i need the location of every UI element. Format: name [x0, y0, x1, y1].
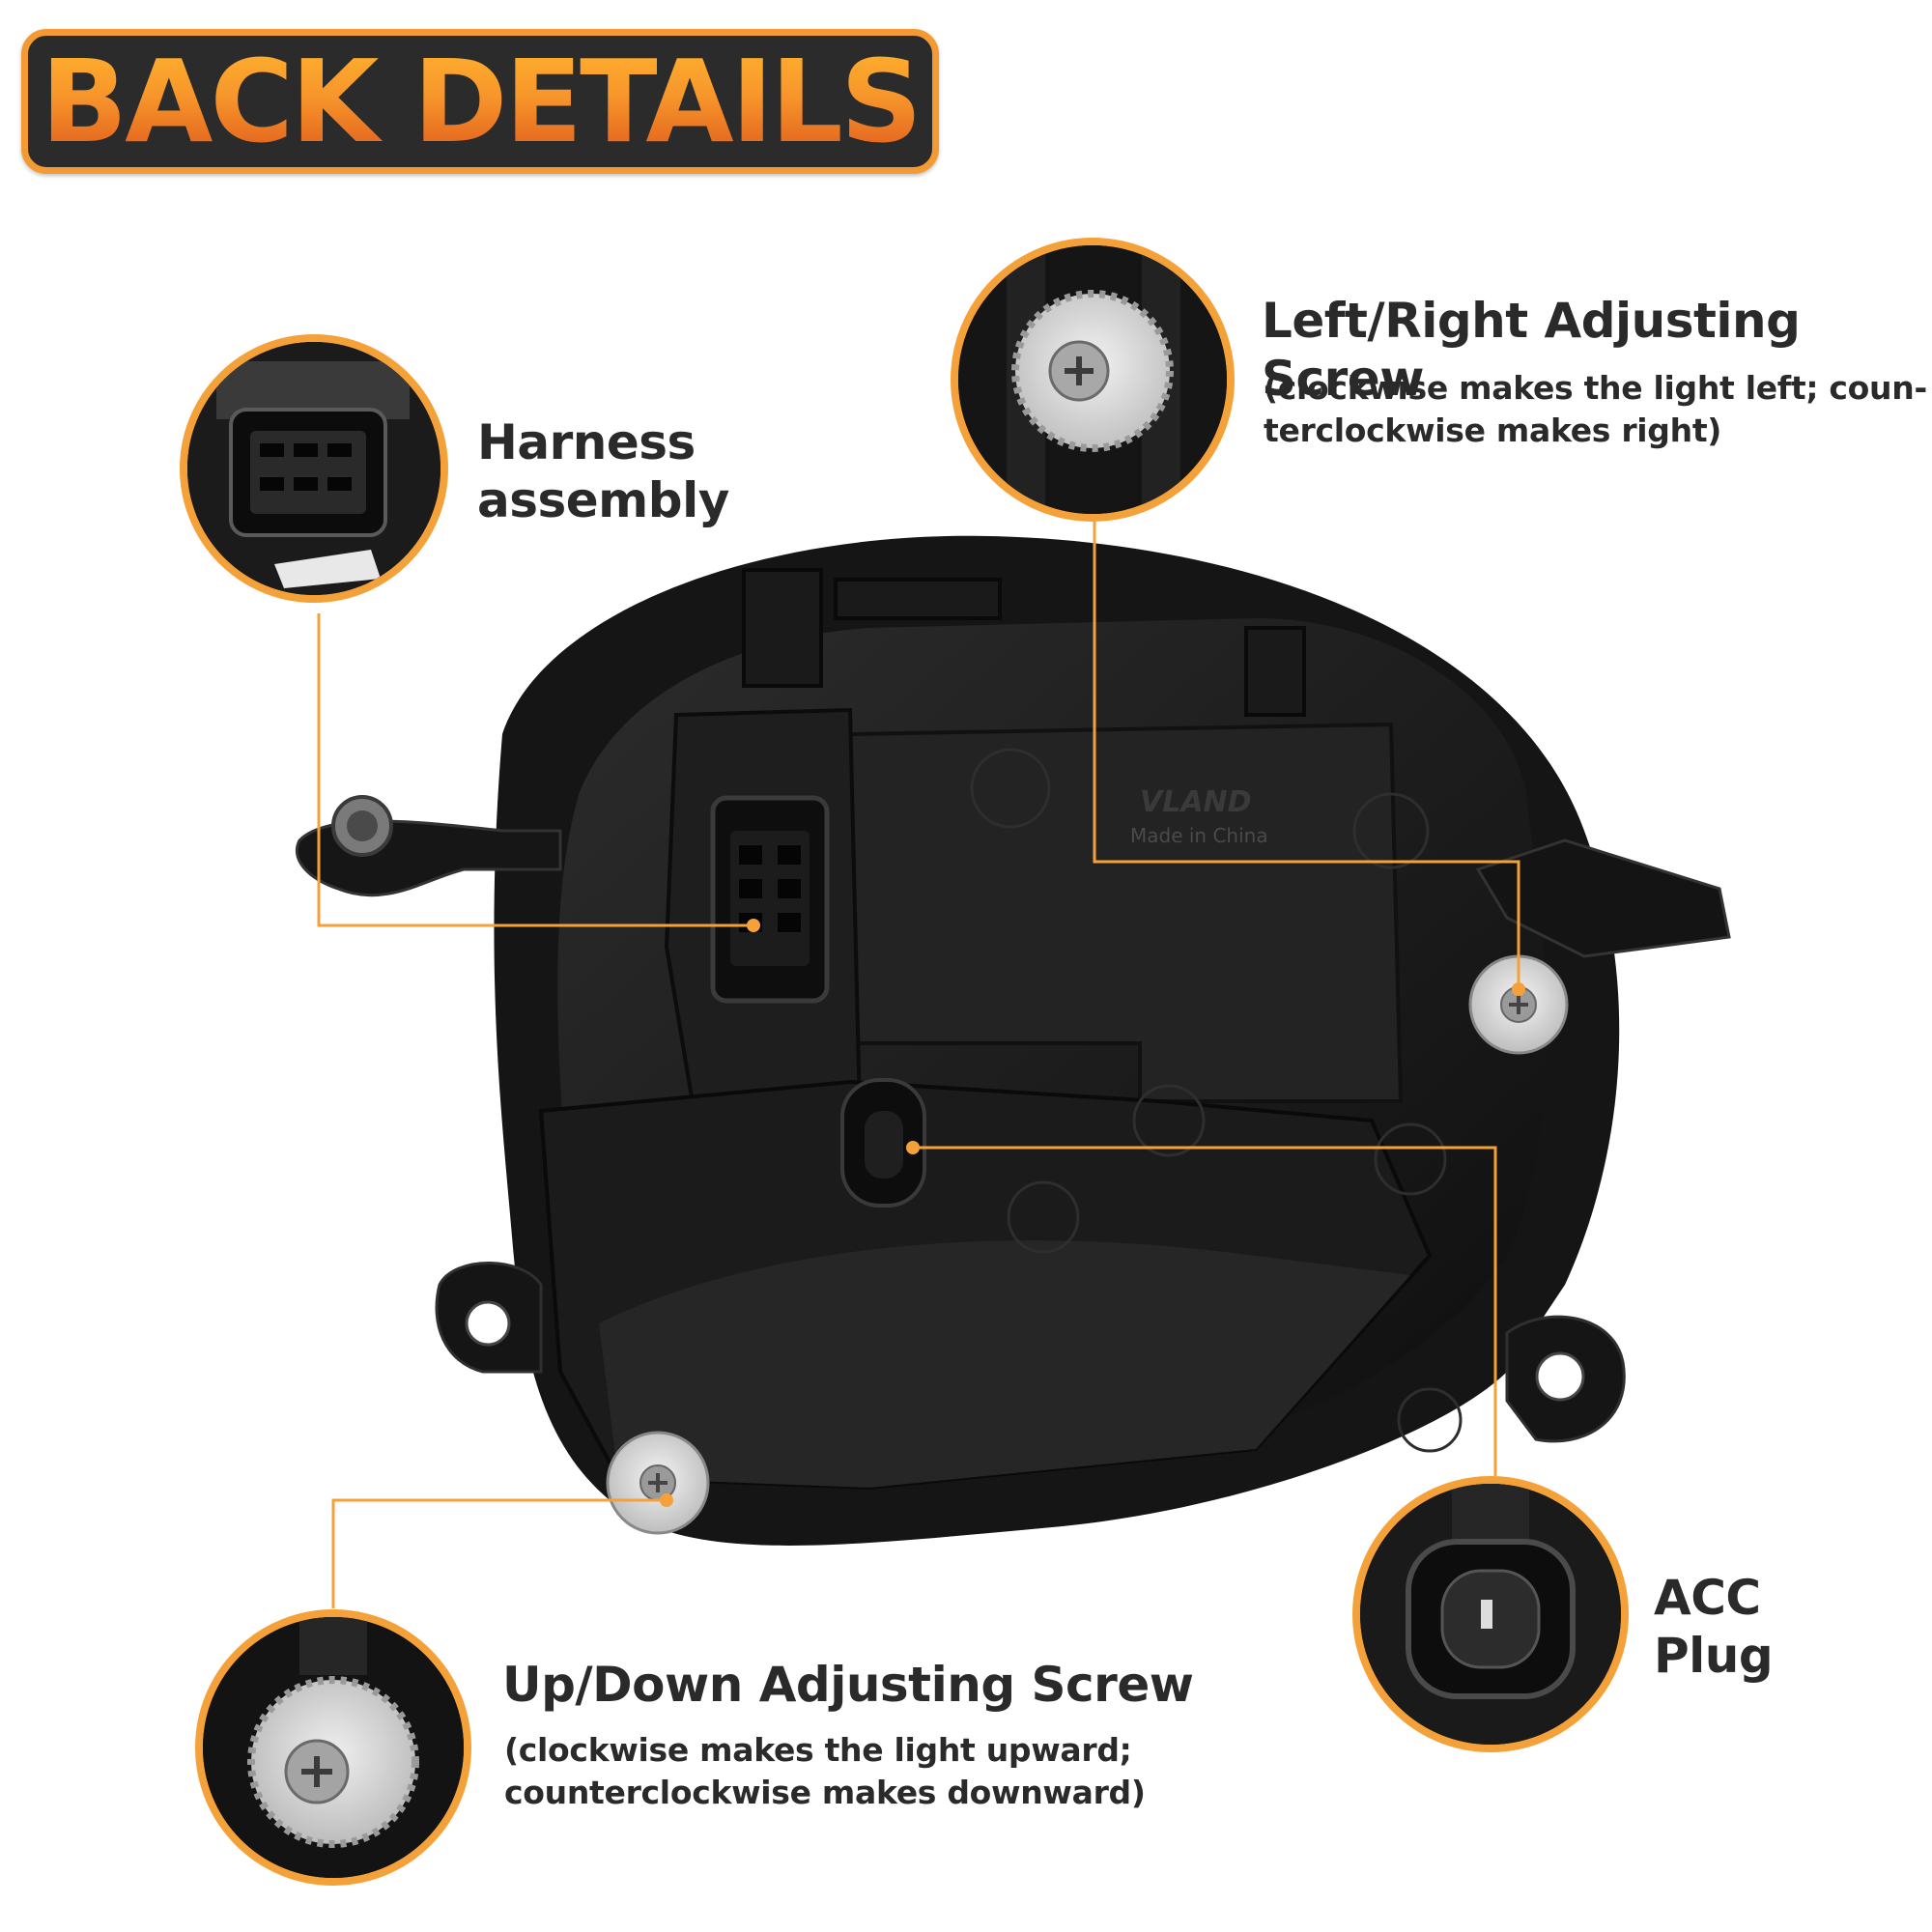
acc-leader-line — [913, 1146, 1497, 1476]
acc-title-line1: ACC — [1654, 1570, 1761, 1626]
emboss-origin: Made in China — [1130, 824, 1268, 847]
harness-leader-line — [317, 613, 753, 927]
acc-title-line2: Plug — [1654, 1628, 1774, 1684]
ud-screw-desc-line1: (clockwise makes the light upward; — [504, 1731, 1132, 1769]
title-banner: BACK DETAILS — [21, 29, 939, 174]
page-title: BACK DETAILS — [41, 35, 923, 168]
ud-screw-title: Up/Down Adjusting Screw — [502, 1657, 1194, 1713]
ud-screw-callout-image — [195, 1609, 471, 1886]
lr-screw-leader-line — [1093, 512, 1520, 989]
harness-title-line2: assembly — [477, 472, 729, 528]
lr-screw-desc-line1: (clockwise makes the light left; coun- — [1264, 369, 1927, 407]
harness-title-line1: Harness — [477, 414, 696, 470]
emboss-brand: VLAND — [1140, 785, 1252, 819]
lr-screw-callout-image — [951, 238, 1235, 522]
ud-screw-leader-line — [331, 1498, 667, 1608]
harness-assembly-callout-image — [180, 334, 448, 603]
ud-screw-desc-line2: counterclockwise makes downward) — [504, 1774, 1146, 1811]
acc-plug-callout-image — [1352, 1476, 1629, 1752]
lr-screw-title: Left/Right Adjusting Screw — [1262, 293, 1801, 407]
lr-screw-desc-line2: terclockwise makes right) — [1264, 412, 1722, 449]
